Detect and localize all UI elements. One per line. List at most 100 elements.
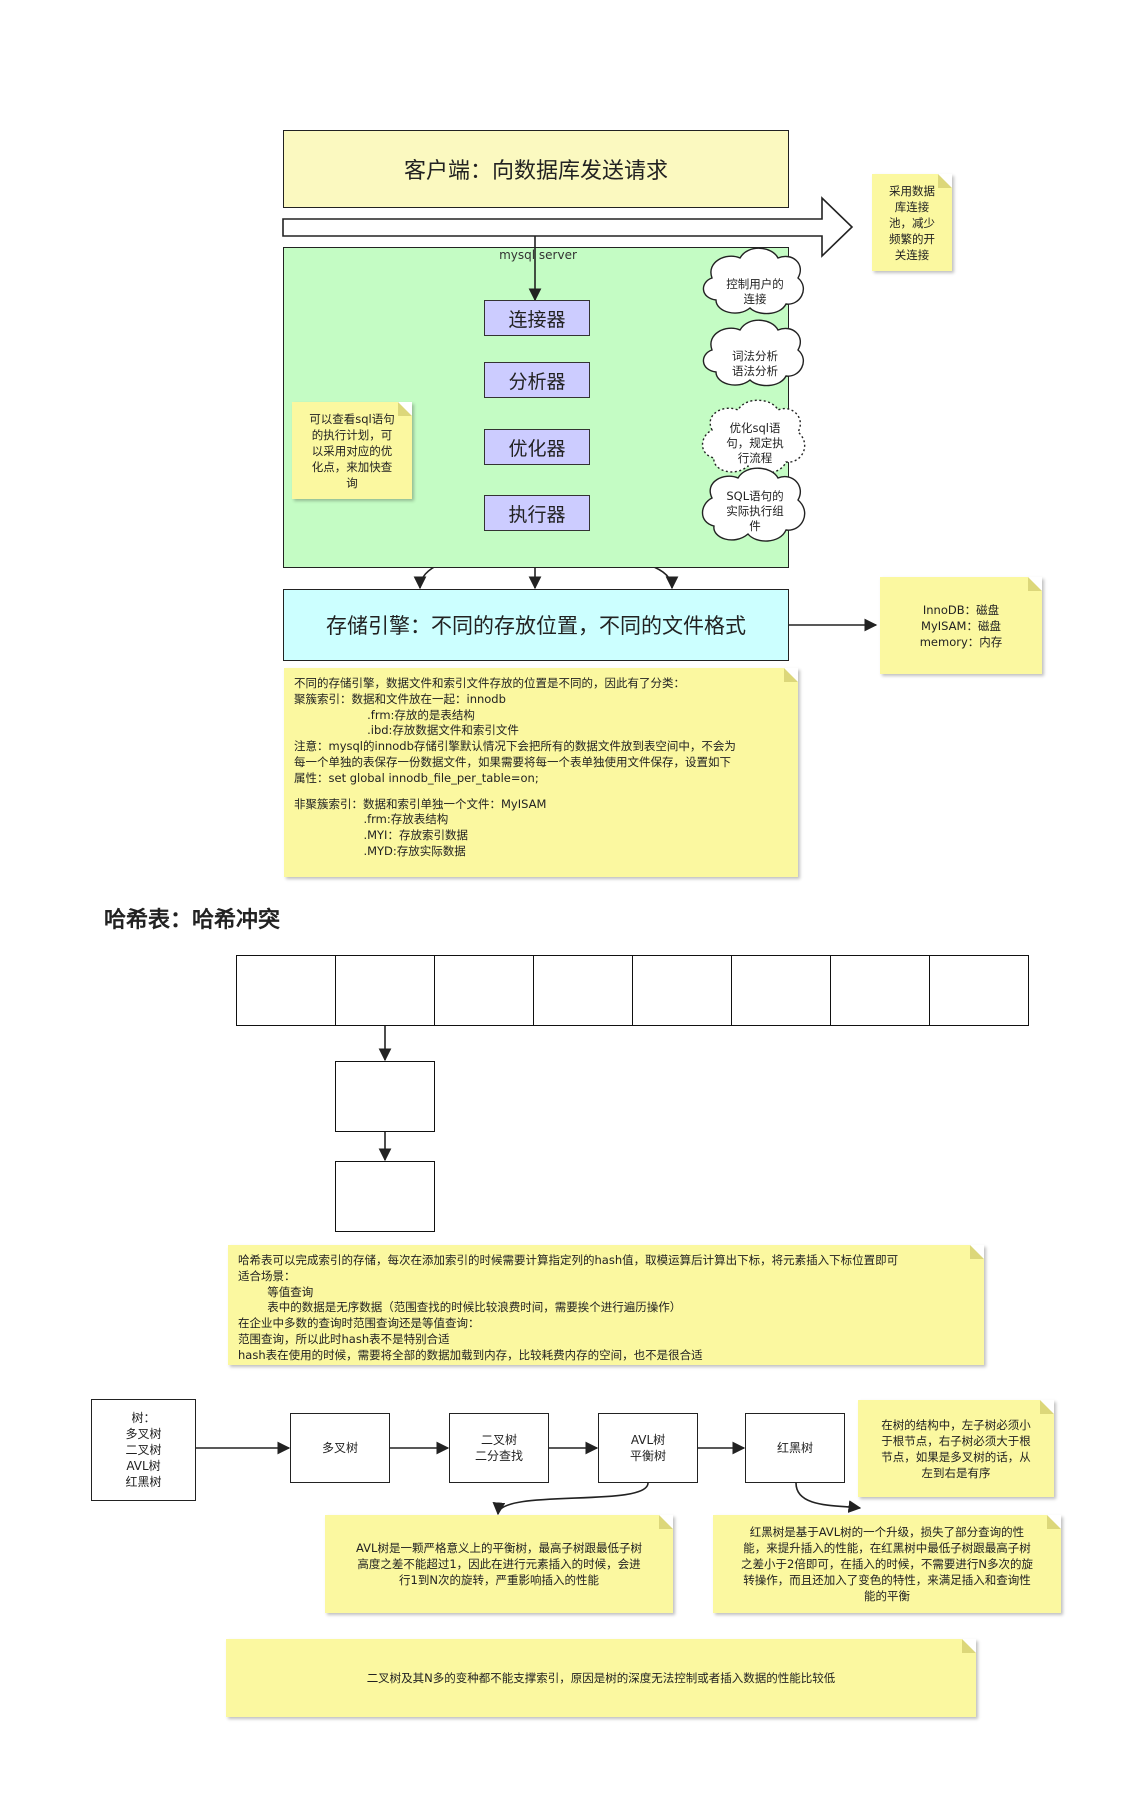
redblack-note-line: 红黑树是基于AVL树的一个升级，损失了部分查询的性: [749, 1525, 1025, 1539]
hash-bucket: [533, 955, 633, 1026]
cloud-connector-text: 控制用户的 连接: [705, 268, 805, 316]
cloud-text-line: 控制用户的: [726, 277, 784, 291]
storage-note-line: 不同的存储引擎，数据文件和索引文件存放的位置是不同的，因此有了分类：: [294, 676, 685, 690]
explain-note-line: 化点，来加快查: [311, 459, 393, 474]
avl-note-line: AVL树是一颗严格意义上的平衡树，最高子树跟最低子树: [356, 1541, 642, 1555]
engine-note-line: memory：内存: [919, 634, 1003, 649]
tree-binary-box: 二叉树 二分查找: [449, 1413, 549, 1483]
hash-note-line: 适合场景：: [238, 1268, 296, 1283]
hash-note-line: 等值查询: [238, 1284, 314, 1299]
pool-note-line: 采用数据: [889, 183, 935, 198]
hash-chain-node: [335, 1061, 435, 1132]
hash-bucket: [731, 955, 831, 1026]
cloud-text-line: 行流程: [737, 450, 773, 465]
tree-redblack-box: 红黑树: [745, 1413, 845, 1483]
engine-note-line: InnoDB：磁盘: [922, 602, 1000, 617]
explain-note: 可以查看sql语句 的执行计划，可 以采用对应的优 化点，来加快查 询: [292, 402, 412, 499]
avl-note-line: 行1到N次的旋转，严重影响插入的性能: [399, 1573, 599, 1587]
storage-note-line: .frm:存放表结构: [294, 812, 449, 827]
cloud-text-line: 句，规定执: [726, 435, 784, 450]
tree-conclusion-note: 二叉树及其N多的变种都不能支撑索引，原因是树的深度无法控制或者插入数据的性能比较…: [226, 1639, 976, 1717]
storage-note-line: .MYD:存放实际数据: [294, 843, 466, 858]
storage-note-line: 注意：mysql的innodb存储引擎默认情况下会把所有的数据文件放到表空间中，…: [294, 739, 736, 754]
hash-bucket: [830, 955, 930, 1026]
storage-note-line: .MYI：存放索引数据: [294, 828, 468, 843]
explain-note-line: 可以查看sql语句: [309, 411, 395, 426]
client-label: 客户端：向数据库发送请求: [403, 159, 668, 184]
redblack-note-line: 能，来提升插入的性能，在红黑树中最低子树跟最高子树: [743, 1541, 1031, 1555]
redblack-note-line: 转操作，而且还加入了变色的特性，来满足插入和查询性: [743, 1573, 1031, 1587]
tree-conclusion-text: 二叉树及其N多的变种都不能支撑索引，原因是树的深度无法控制或者插入数据的性能比较…: [366, 1671, 836, 1685]
mysql-server-label: mysql server: [499, 248, 577, 262]
cloud-analyzer-text: 词法分析 语法分析: [705, 340, 805, 388]
hash-note-line: 哈希表可以完成索引的存储，每次在添加索引的时候需要计算指定列的hash值，取模运…: [238, 1253, 899, 1267]
hash-note-line: 范围查询，所以此时hash表不是特别合适: [238, 1331, 450, 1346]
tree-structure-note: 在树的结构中，左子树必须小 于根节点，右子树必须大于根 节点，如果是多叉树的话，…: [858, 1400, 1054, 1497]
tree-binary-line: 二叉树: [480, 1433, 517, 1447]
avl-note: AVL树是一颗严格意义上的平衡树，最高子树跟最低子树 高度之差不能超过1，因此在…: [325, 1515, 673, 1613]
request-flow-arrow: [282, 196, 854, 258]
tree-structure-note-line: 左到右是有序: [921, 1465, 991, 1480]
tree-avl-line: AVL树: [630, 1433, 666, 1447]
explain-note-line: 询: [346, 475, 358, 490]
tree-multiway-label: 多叉树: [321, 1441, 358, 1455]
pool-note-line: 关连接: [894, 247, 930, 262]
storage-note-line: 聚簇索引：数据和文件放在一起：innodb: [294, 691, 506, 706]
hash-bucket: [335, 955, 435, 1026]
hash-note-line: hash表在使用的时候，需要将全部的数据加载到内存，比较耗费内存的空间，也不是很…: [238, 1347, 703, 1362]
engine-note-line: MyISAM：磁盘: [921, 618, 1001, 633]
tree-root-line: 红黑树: [125, 1475, 162, 1489]
pool-note-line: 池，减少: [889, 215, 935, 230]
tree-root-line: 树：: [131, 1411, 156, 1425]
tree-root-line: 二叉树: [125, 1443, 162, 1457]
tree-avl-box: AVL树 平衡树: [598, 1413, 698, 1483]
hash-note: 哈希表可以完成索引的存储，每次在添加索引的时候需要计算指定列的hash值，取模运…: [228, 1245, 984, 1365]
hash-chain-node: [335, 1161, 435, 1232]
storage-note-line: .ibd:存放数据文件和索引文件: [294, 723, 519, 738]
hash-bucket: [632, 955, 732, 1026]
tree-binary-line: 二分查找: [474, 1449, 523, 1463]
engine-note: InnoDB：磁盘 MyISAM：磁盘 memory：内存: [880, 577, 1042, 674]
storage-note-line: .frm:存放的是表结构: [294, 707, 475, 722]
hash-note-line: 表中的数据是无序数据（范围查找的时候比较浪费时间，需要挨个进行遍历操作）: [238, 1300, 682, 1315]
cloud-executor-text: SQL语句的 实际执行组 件: [705, 480, 805, 542]
cloud-text-line: SQL语句的: [726, 488, 784, 503]
tree-root-box: 树： 多叉树 二叉树 AVL树 红黑树: [91, 1399, 196, 1501]
pool-note-line: 库连接: [894, 199, 930, 214]
pool-note: 采用数据 库连接 池，减少 频繁的开 关连接: [872, 174, 952, 271]
cloud-text-line: 词法分析: [732, 349, 778, 363]
cloud-optimizer-text: 优化sql语 句，规定执 行流程: [705, 412, 805, 474]
hash-note-line: 在企业中多数的查询时范围查询还是等值查询：: [238, 1316, 480, 1331]
redblack-note-line: 能的平衡: [863, 1589, 910, 1603]
avl-note-link: [492, 1482, 649, 1516]
component-analyzer: 分析器: [484, 362, 590, 398]
component-connector: 连接器: [484, 300, 590, 336]
component-optimizer: 优化器: [484, 429, 590, 465]
redblack-note-line: 之差小于2倍即可，在插入的时候，不需要进行N多次的旋: [741, 1557, 1033, 1571]
cloud-text-line: 件: [749, 518, 761, 533]
tree-redblack-label: 红黑树: [776, 1441, 813, 1455]
storage-classification-note: 不同的存储引擎，数据文件和索引文件存放的位置是不同的，因此有了分类： 聚簇索引：…: [284, 668, 798, 877]
rb-note-link: [795, 1482, 862, 1513]
storage-note-line: 每一个单独的表保存一份数据文件，如果需要将每一个表单独使用文件保存，设置如下: [294, 754, 731, 769]
storage-engine-label: 存储引擎：不同的存放位置，不同的文件格式: [326, 614, 746, 638]
tree-root-line: AVL树: [126, 1459, 161, 1473]
hash-bucket: [434, 955, 534, 1026]
client-box: 客户端：向数据库发送请求: [283, 130, 789, 208]
redblack-note: 红黑树是基于AVL树的一个升级，损失了部分查询的性 能，来提升插入的性能，在红黑…: [713, 1515, 1061, 1613]
storage-engine-box: 存储引擎：不同的存放位置，不同的文件格式: [283, 589, 789, 661]
pool-note-line: 频繁的开: [889, 231, 935, 246]
hash-bucket: [929, 955, 1029, 1026]
storage-note-line: 属性：set global innodb_file_per_table=on;: [294, 770, 539, 785]
storage-note-line: [294, 787, 788, 797]
storage-note-line: 非聚簇索引：数据和索引单独一个文件：MyISAM: [294, 796, 547, 811]
component-executor: 执行器: [484, 495, 590, 531]
tree-avl-line: 平衡树: [629, 1449, 666, 1463]
tree-structure-note-line: 在树的结构中，左子树必须小: [881, 1417, 1031, 1432]
tree-structure-note-line: 节点，如果是多叉树的话，从: [881, 1449, 1031, 1464]
explain-note-line: 以采用对应的优: [311, 443, 393, 458]
cloud-text-line: 连接: [743, 292, 767, 306]
cloud-text-line: 语法分析: [732, 364, 778, 378]
cloud-text-line: 优化sql语: [729, 420, 781, 435]
tree-multiway-box: 多叉树: [290, 1413, 390, 1483]
